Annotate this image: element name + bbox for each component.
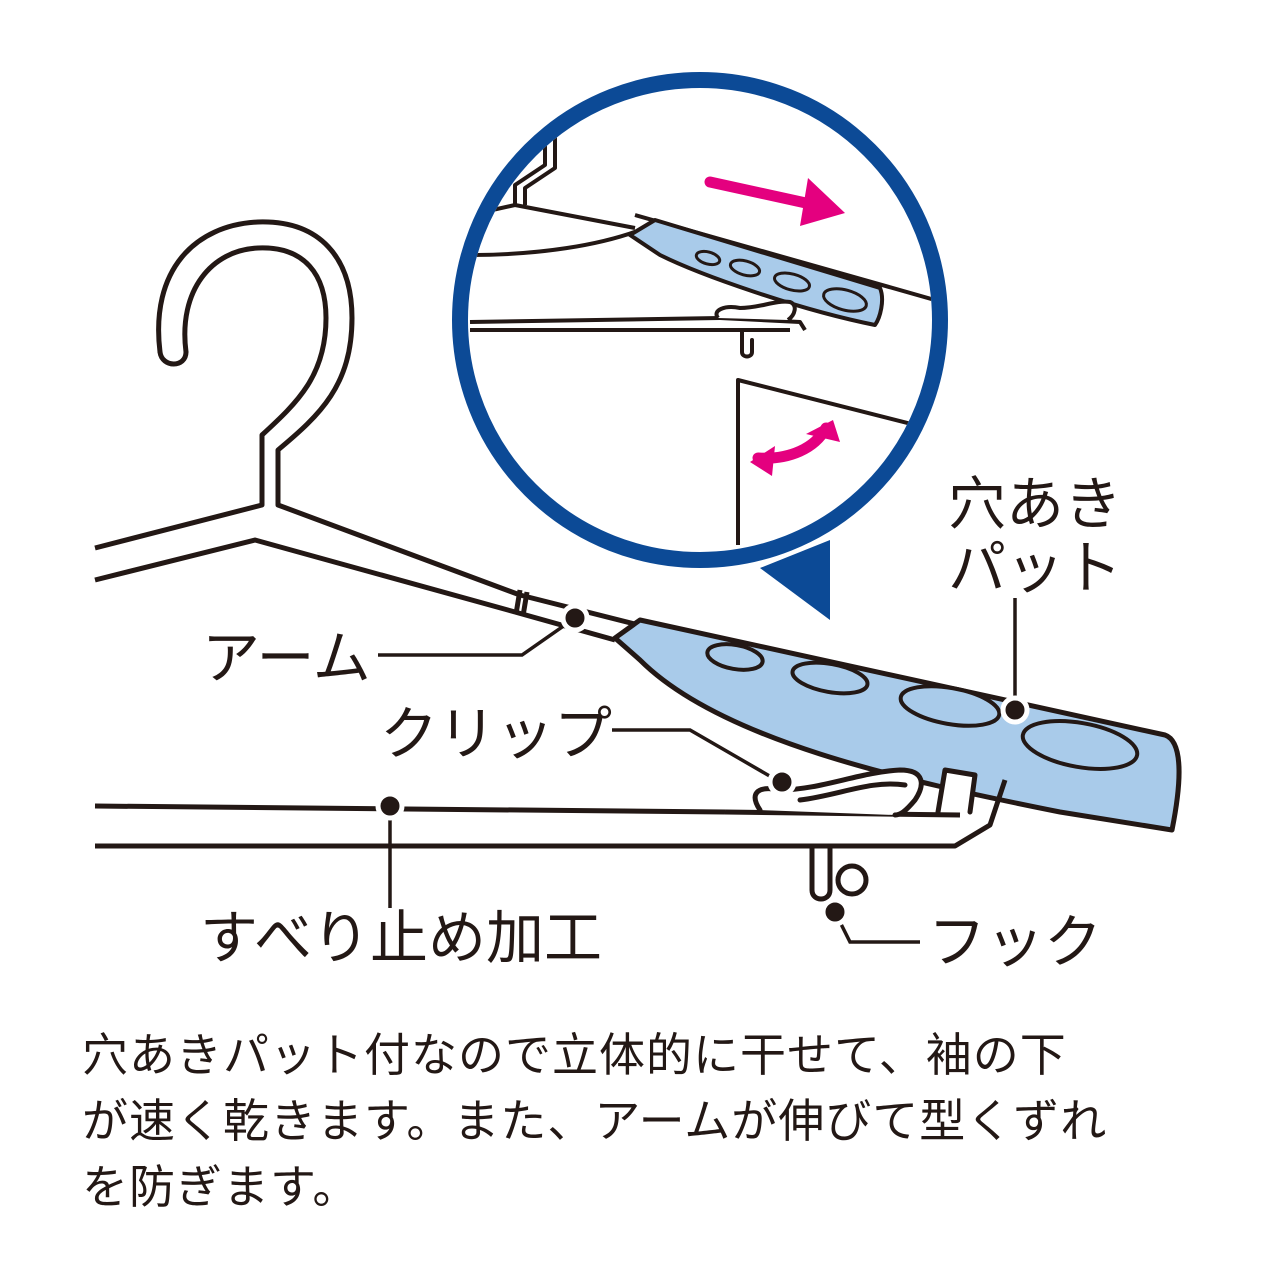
label-non-slip: すべり止め加工 bbox=[200, 904, 602, 972]
label-hook: フック bbox=[928, 908, 1102, 976]
hanger-hook bbox=[156, 219, 523, 598]
label-holed-pad-line2: パット bbox=[948, 534, 1122, 602]
holed-pad bbox=[612, 617, 1182, 833]
label-arm: アーム bbox=[202, 624, 371, 692]
bottom-hook bbox=[809, 845, 869, 902]
description-caption: 穴あきパット付なので立体的に干せて、袖の下 が速く乾きます。また、アームが伸びて… bbox=[82, 1022, 1222, 1220]
caption-line-1: 穴あきパット付なので立体的に干せて、袖の下 bbox=[82, 1028, 1067, 1082]
caption-line-3: を防ぎます。 bbox=[82, 1160, 360, 1214]
label-clip: クリップ bbox=[380, 700, 612, 768]
clip-shape bbox=[752, 767, 978, 818]
leader-lines bbox=[378, 598, 1017, 944]
zoom-callout bbox=[452, 72, 948, 620]
hanger-bottom-bar bbox=[94, 779, 1008, 849]
label-holed-pad-line1: 穴あき bbox=[948, 470, 1122, 538]
leader-dots bbox=[375, 603, 1030, 927]
caption-line-2: が速く乾きます。また、アームが伸びて型くずれ bbox=[82, 1094, 1108, 1148]
zoom-detail bbox=[469, 130, 932, 545]
